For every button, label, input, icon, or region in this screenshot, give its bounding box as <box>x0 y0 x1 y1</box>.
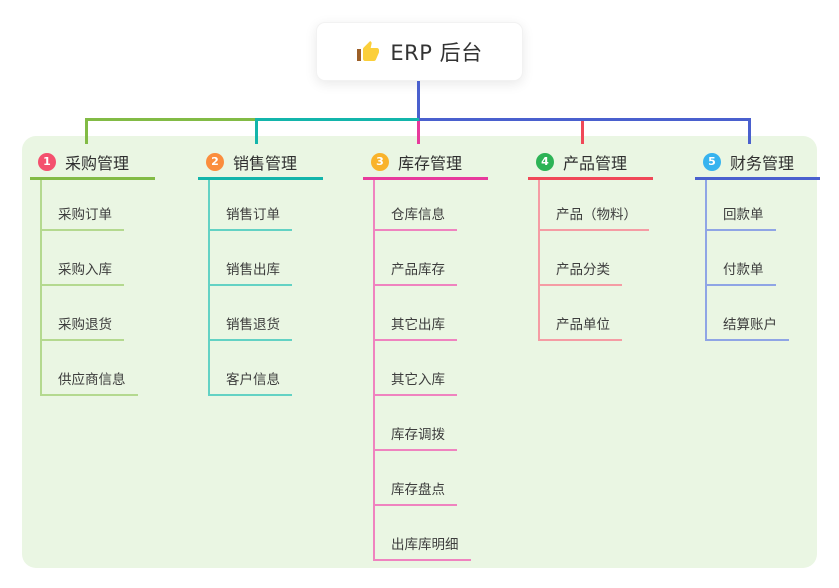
branch-number-badge: 2 <box>206 153 224 171</box>
branch-item[interactable]: 客户信息 <box>208 368 292 396</box>
connector-stub-product <box>581 121 584 144</box>
connector-h-green <box>85 118 255 121</box>
root-node[interactable]: ERP 后台 <box>316 22 523 81</box>
branch-connector-line <box>40 180 42 396</box>
branch-number-badge: 1 <box>38 153 56 171</box>
branch-item[interactable]: 销售退货 <box>208 313 292 341</box>
branch-header-finance[interactable]: 5 财务管理 <box>695 147 820 180</box>
connector-h-blue <box>419 118 751 121</box>
branch-item[interactable]: 销售订单 <box>208 203 292 231</box>
branch-item[interactable]: 其它出库 <box>373 313 457 341</box>
branch-connector-line <box>208 180 210 396</box>
branch-connector-line <box>373 180 375 561</box>
branch-header-inventory[interactable]: 3 库存管理 <box>363 147 488 180</box>
connector-stub-inventory <box>417 121 420 144</box>
branch-title: 销售管理 <box>233 154 298 173</box>
branch-item[interactable]: 其它入库 <box>373 368 457 396</box>
connector-h-teal <box>255 118 419 121</box>
branch-item[interactable]: 产品分类 <box>538 258 622 286</box>
branch-title: 采购管理 <box>65 154 130 173</box>
connector-stub-sales <box>255 118 258 144</box>
branch-item[interactable]: 仓库信息 <box>373 203 457 231</box>
branch-title: 库存管理 <box>398 154 463 173</box>
branch-number-badge: 3 <box>371 153 389 171</box>
branch-item[interactable]: 产品单位 <box>538 313 622 341</box>
branch-item[interactable]: 库存调拨 <box>373 423 457 451</box>
branch-title: 产品管理 <box>563 154 628 173</box>
branch-number-badge: 5 <box>703 153 721 171</box>
branch-number-badge: 4 <box>536 153 554 171</box>
branch-item[interactable]: 销售出库 <box>208 258 292 286</box>
branch-item[interactable]: 采购退货 <box>40 313 124 341</box>
branch-item[interactable]: 出库库明细 <box>373 533 471 561</box>
branch-header-purchase[interactable]: 1 采购管理 <box>30 147 155 180</box>
branch-item[interactable]: 采购订单 <box>40 203 124 231</box>
branch-item[interactable]: 库存盘点 <box>373 478 457 506</box>
branch-item[interactable]: 回款单 <box>705 203 776 231</box>
branch-connector-line <box>538 180 540 341</box>
branch-item[interactable]: 付款单 <box>705 258 776 286</box>
branch-item[interactable]: 采购入库 <box>40 258 124 286</box>
connector-stub-finance <box>748 118 751 144</box>
branch-item[interactable]: 结算账户 <box>705 313 789 341</box>
branch-header-sales[interactable]: 2 销售管理 <box>198 147 323 180</box>
branch-item[interactable]: 产品库存 <box>373 258 457 286</box>
branch-header-product[interactable]: 4 产品管理 <box>528 147 653 180</box>
branches-panel <box>22 136 817 568</box>
branch-item[interactable]: 产品（物料） <box>538 203 649 231</box>
connector-root-stem <box>417 81 420 119</box>
root-title: ERP 后台 <box>390 40 483 65</box>
branch-title: 财务管理 <box>730 154 795 173</box>
connector-stub-purchase <box>85 118 88 144</box>
thumbs-up-icon <box>356 40 380 64</box>
branch-item[interactable]: 供应商信息 <box>40 368 138 396</box>
branch-connector-line <box>705 180 707 341</box>
